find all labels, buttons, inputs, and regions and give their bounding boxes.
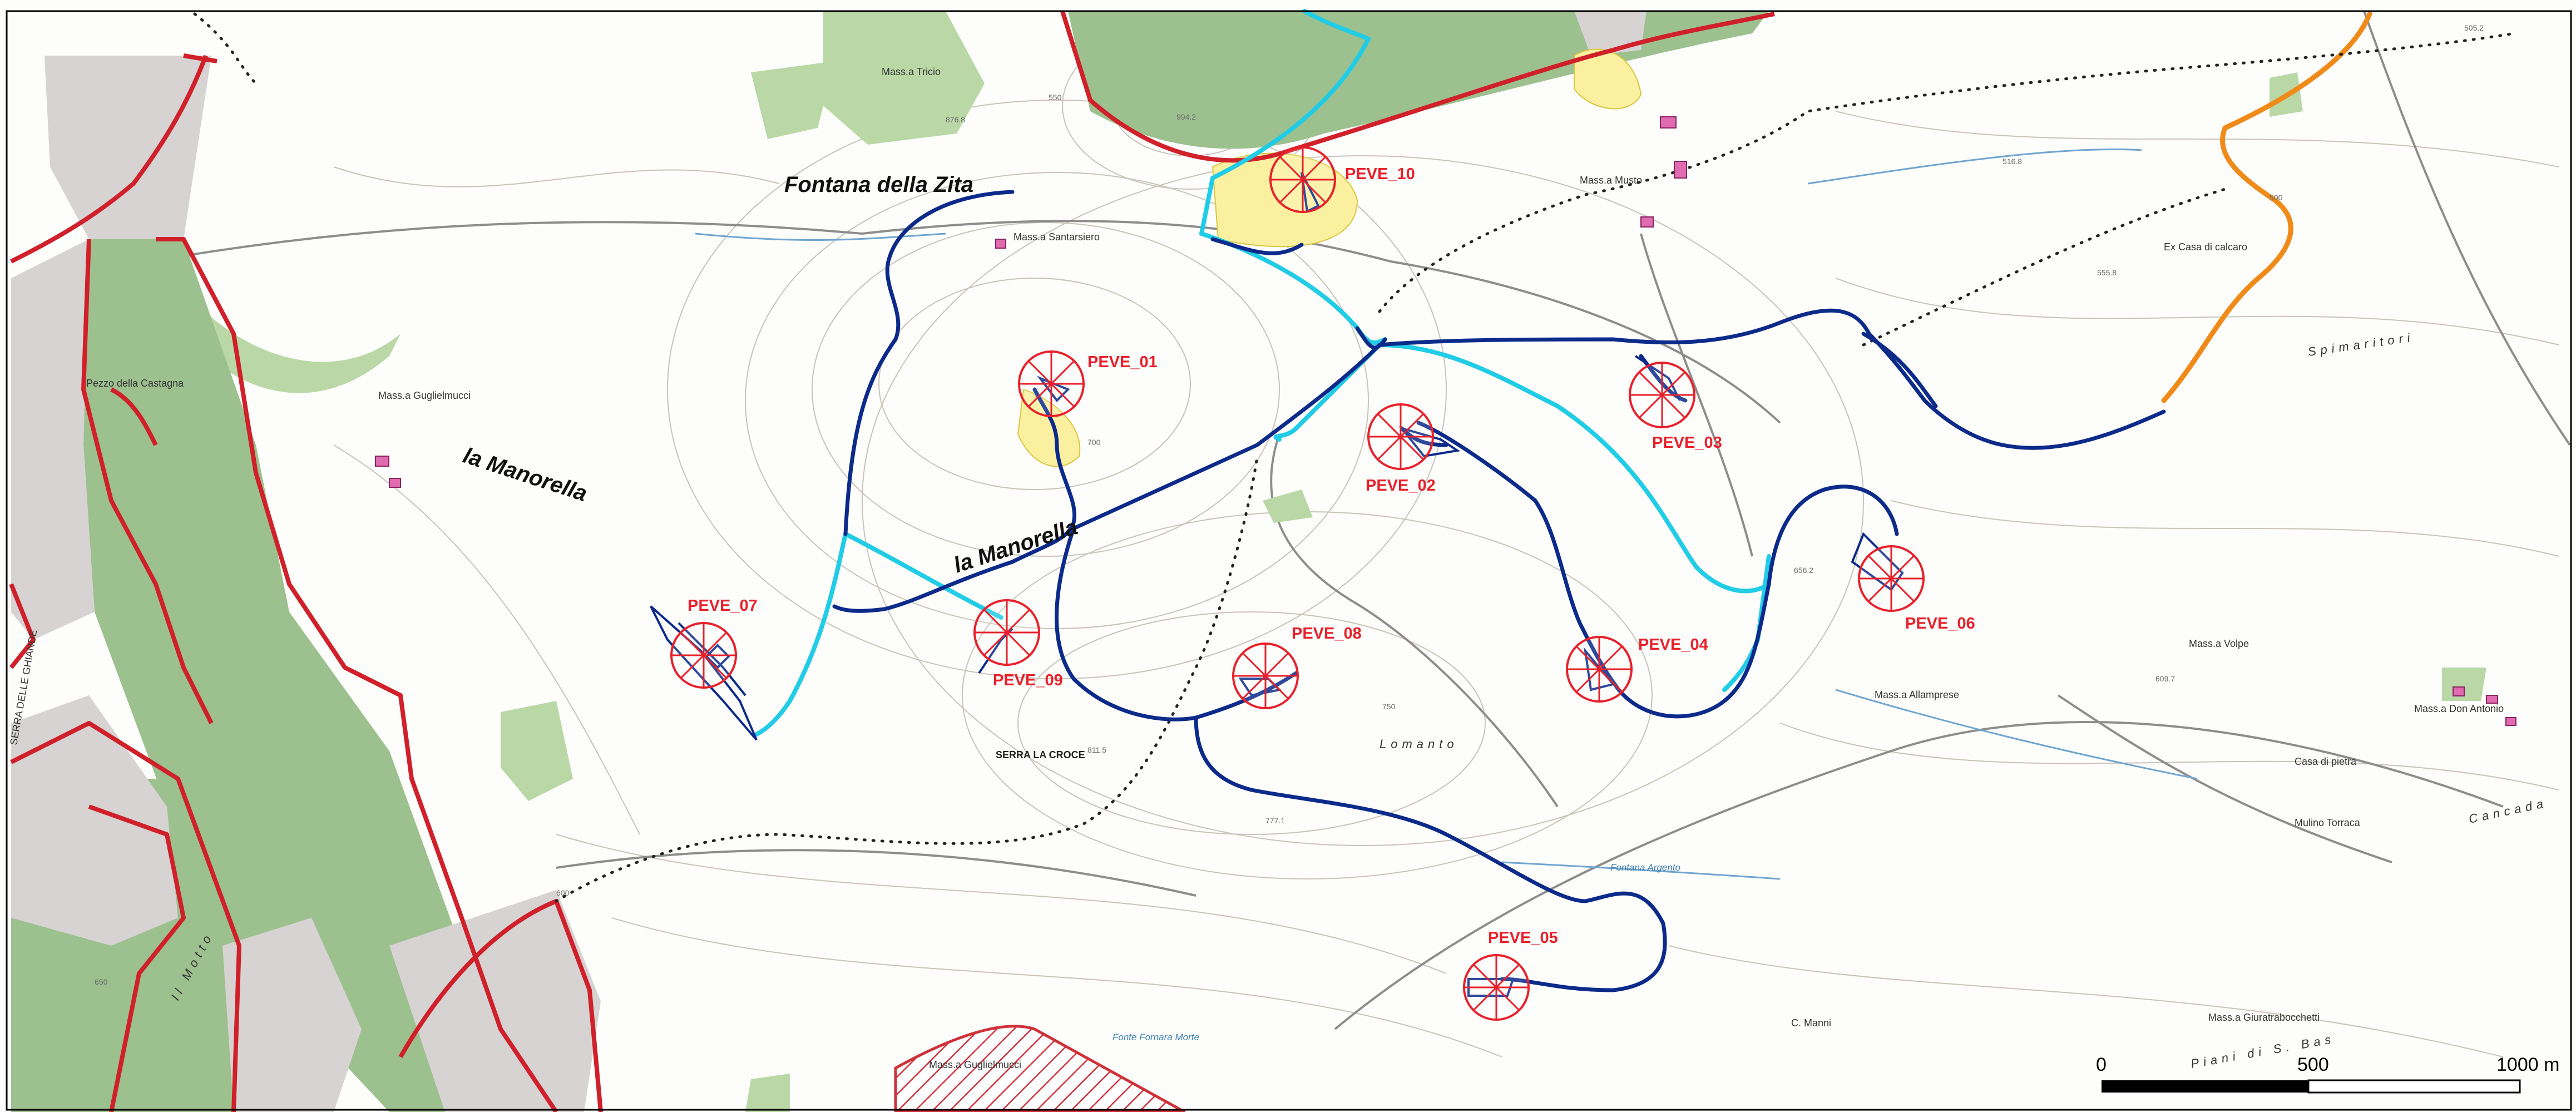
- turbine-peve-09[interactable]: PEVE_09: [973, 599, 1063, 689]
- elevation-label: 516.8: [2003, 157, 2022, 166]
- grey-zones: [11, 11, 1647, 1112]
- turbine-platforms: [650, 172, 1904, 997]
- elevation-label: 500: [2270, 193, 2283, 202]
- turbine-peve-05[interactable]: PEVE_05: [1463, 929, 1558, 1021]
- label-mass-guglielmucci: Mass.a Guglielmucci: [378, 390, 471, 401]
- orange-route: [2161, 11, 2372, 403]
- label-mass-volpe: Mass.a Volpe: [2189, 638, 2249, 649]
- scale-label-zero: 0: [2096, 1054, 2107, 1075]
- turbine-label: PEVE_08: [1292, 625, 1362, 643]
- elevation-label: 750: [1382, 702, 1396, 711]
- yellow-zones: [1017, 48, 1642, 467]
- label-mass-santarsiero: Mass.a Santarsiero: [1013, 231, 1100, 243]
- elevation-label: 811.5: [1087, 745, 1106, 754]
- label-fonte-fornara-morte: Fonte Fornara Morte: [1113, 1032, 1199, 1042]
- turbine-peve-04[interactable]: PEVE_04: [1566, 636, 1708, 703]
- map-frame: [6, 10, 2572, 1111]
- label-mass-tricio: Mass.a Tricio: [882, 66, 941, 77]
- turbine-peve-01[interactable]: PEVE_01: [1018, 350, 1158, 417]
- label-fontana-argento: Fontana Argento: [1610, 862, 1680, 873]
- label-mass-musto: Mass.a Musto: [1580, 175, 1642, 186]
- turbine-peve-03[interactable]: PEVE_03: [1629, 362, 1722, 452]
- buildings: [375, 116, 2516, 726]
- turbine-label: PEVE_07: [688, 597, 758, 615]
- elevation-label: 550: [1049, 93, 1062, 102]
- turbine-label: PEVE_06: [1905, 615, 1975, 632]
- turbine-label: PEVE_03: [1652, 434, 1722, 452]
- turbine-peve-08[interactable]: PEVE_08: [1232, 625, 1362, 709]
- turbine-peve-07[interactable]: PEVE_07: [670, 597, 758, 689]
- dotted-paths: [193, 12, 2516, 903]
- label-mulino-torraca: Mulino Torraca: [2295, 817, 2361, 828]
- label-fontana-della-zita: Fontana della Zita: [784, 172, 973, 197]
- elevation-label: 609.7: [2155, 674, 2175, 683]
- label-mass-guglielmucci-south: Mass.a Guglielmucci: [929, 1059, 1021, 1070]
- turbine-label: PEVE_04: [1638, 636, 1708, 654]
- turbine-label: PEVE_09: [993, 671, 1063, 689]
- turbine-peve-02[interactable]: PEVE_02: [1366, 403, 1436, 495]
- elevation-label: 876.8: [946, 115, 965, 124]
- label-c-manni: C. Manni: [1791, 1017, 1831, 1029]
- turbine-peve-10[interactable]: PEVE_10: [1269, 146, 1415, 213]
- protected-boundary: [9, 10, 1775, 1112]
- hatched-protected-area: [894, 1025, 1186, 1112]
- label-mass-giuratrabocchetti: Mass.a Giuratrabocchetti: [2208, 1012, 2320, 1023]
- elevation-label: 600: [556, 888, 570, 897]
- turbine-label: PEVE_05: [1488, 929, 1558, 947]
- elevation-label: 777.1: [1265, 816, 1285, 825]
- turbine-label: PEVE_01: [1087, 353, 1158, 371]
- streams: [695, 148, 2198, 880]
- scale-bar: 0 500 1000 m: [2096, 1054, 2559, 1094]
- label-lomanto: Lomanto: [1380, 737, 1458, 751]
- label-mass-don-antonio: Mass.a Don Antonio: [2414, 703, 2504, 714]
- turbine-label: PEVE_10: [1345, 165, 1415, 183]
- label-serra-la-croce: SERRA LA CROCE: [996, 749, 1085, 760]
- scale-label-mid: 500: [2297, 1054, 2329, 1075]
- label-casa-pietra: Casa di pietra: [2295, 756, 2357, 767]
- label-mass-allamprese: Mass.a Allamprese: [1875, 689, 1959, 700]
- elevation-label: 994.2: [1176, 112, 1196, 121]
- elevation-label: 650: [95, 977, 108, 986]
- elevation-label: 505.2: [2464, 23, 2484, 32]
- cable-routes: [832, 190, 2166, 992]
- elevation-label: 656.2: [1794, 566, 1813, 575]
- label-ex-casa-calcaro: Ex Casa di calcaro: [2164, 241, 2247, 253]
- turbine-label: PEVE_02: [1366, 477, 1436, 495]
- elevation-labels: 994.2 876.8 811.5 777.1 656.2 609.7 555.…: [95, 23, 2484, 986]
- elevation-label: 700: [1087, 438, 1101, 447]
- label-pezzo-della-castagna: Pezzo della Castagna: [86, 378, 184, 389]
- scale-label-end: 1000 m: [2496, 1054, 2559, 1075]
- turbine-peve-06[interactable]: PEVE_06: [1858, 545, 1975, 632]
- elevation-label: 555.8: [2097, 268, 2117, 277]
